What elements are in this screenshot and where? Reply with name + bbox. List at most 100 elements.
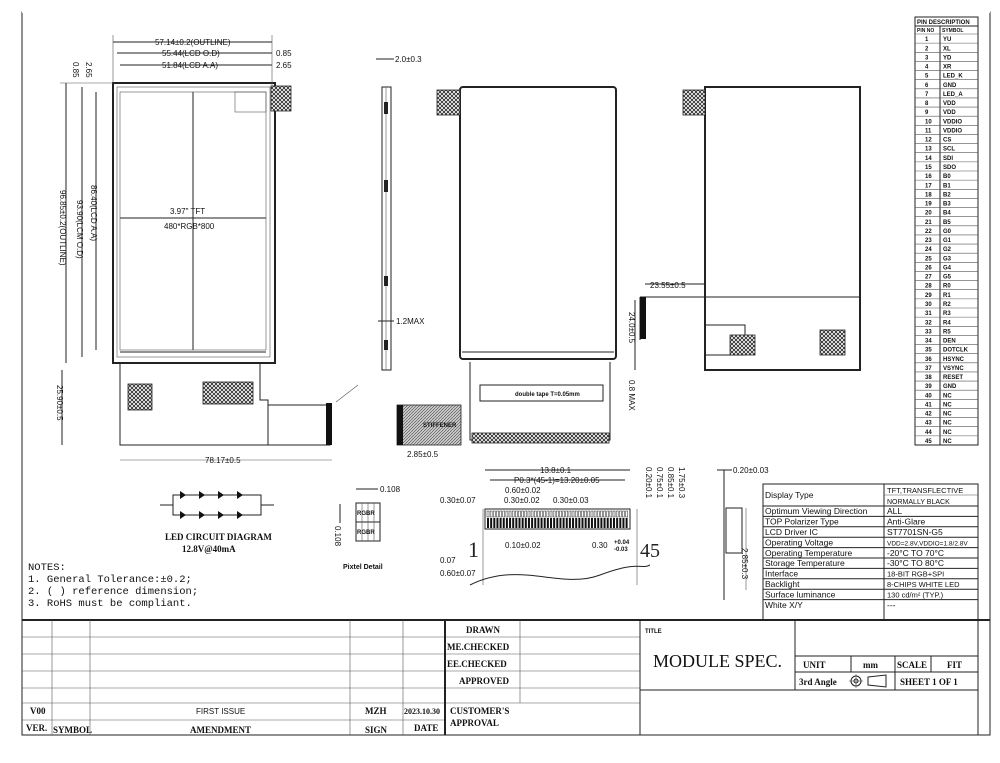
pin-table-title: PIN DESCRIPTION bbox=[917, 20, 970, 26]
led-circuit-rating: 12.8V@40mA bbox=[182, 544, 236, 554]
pin-finger bbox=[600, 510, 603, 518]
pixel-detail: RGBR RGBR 0.108 0.108 Pixtel Detail bbox=[333, 485, 401, 571]
pin-finger-contact bbox=[568, 518, 571, 528]
pin-number: 39 bbox=[925, 384, 932, 390]
pin-finger-contact bbox=[600, 518, 603, 528]
spec-value: ST7701SN-G5 bbox=[887, 527, 943, 537]
dim-v1: 0.20±0.1 bbox=[644, 467, 653, 499]
pin-number: 12 bbox=[925, 138, 932, 144]
pin-symbol: B3 bbox=[943, 202, 951, 208]
pin-finger bbox=[530, 510, 534, 518]
pin-finger bbox=[511, 510, 515, 518]
pin-symbol: R4 bbox=[943, 320, 951, 326]
spec-label: Backlight bbox=[765, 579, 800, 589]
dim-fpc-height: 24.0±0.5 bbox=[627, 312, 636, 344]
dim-top-gap-2: 2.65 bbox=[84, 62, 93, 78]
pin-finger-contact bbox=[502, 518, 505, 528]
pin-number: 35 bbox=[925, 348, 932, 354]
pin-finger bbox=[527, 510, 531, 518]
pin-finger-contact bbox=[521, 518, 524, 528]
unit-value: mm bbox=[863, 660, 878, 670]
spec-label: Display Type bbox=[765, 490, 814, 500]
pin-number: 34 bbox=[925, 339, 932, 345]
pin-symbol: G4 bbox=[943, 265, 952, 271]
note-item: 2. ( ) reference dimension; bbox=[28, 586, 198, 598]
pin-finger-contact bbox=[597, 518, 600, 528]
pin-finger bbox=[597, 510, 600, 518]
pin-finger-contact bbox=[493, 518, 496, 528]
pin-finger-contact bbox=[584, 518, 587, 528]
pin-finger bbox=[578, 510, 581, 518]
pin-finger bbox=[606, 510, 609, 518]
dim-right-gap-2: 2.65 bbox=[276, 61, 292, 70]
pin-symbol: NC bbox=[943, 393, 952, 399]
pin-finger bbox=[524, 510, 528, 518]
pin-number: 2 bbox=[925, 46, 929, 52]
dim-fpc-thickness: 1.2MAX bbox=[396, 317, 425, 326]
pin-number: 22 bbox=[925, 229, 932, 235]
spec-label: Operating Voltage bbox=[765, 537, 833, 547]
pin-symbol: VDDIO bbox=[943, 119, 962, 125]
pin-finger bbox=[486, 510, 490, 518]
pin-last-label: 45 bbox=[640, 540, 660, 562]
pin-finger-contact bbox=[587, 518, 590, 528]
pin-finger bbox=[612, 510, 616, 518]
pin-symbol: YU bbox=[943, 37, 951, 43]
pin-number: 13 bbox=[925, 147, 932, 153]
pin-symbol: DEN bbox=[943, 339, 956, 345]
pin-number: 41 bbox=[925, 402, 932, 408]
dim-fpc-length: 25.90±0.5 bbox=[55, 385, 64, 421]
pin-number: 16 bbox=[925, 174, 932, 180]
pin-symbol: R2 bbox=[943, 302, 951, 308]
pin-number: 31 bbox=[925, 311, 932, 317]
pin-number: 42 bbox=[925, 412, 932, 418]
pin-symbol: XL bbox=[943, 46, 951, 52]
pin-finger bbox=[549, 510, 553, 518]
pin-number: 17 bbox=[925, 183, 932, 189]
customer-approval-label-2: APPROVAL bbox=[450, 718, 499, 728]
pin-finger-contact bbox=[499, 518, 502, 528]
pin-number: 15 bbox=[925, 165, 932, 171]
drawing-title: MODULE SPEC. bbox=[653, 651, 782, 671]
stiffener-label: STIFFENER bbox=[423, 423, 457, 429]
dim-pin-total: 13.8±0.1 bbox=[540, 466, 572, 475]
dim-edge-thickness: 0.20±0.03 bbox=[733, 466, 769, 475]
resolution-label: 480*RGB*800 bbox=[164, 222, 215, 231]
dim-outline-height: 96.85±0.2(OUTLINE) bbox=[58, 190, 67, 266]
pin-number: 36 bbox=[925, 357, 932, 363]
pixel-detail-title: Pixtel Detail bbox=[343, 564, 383, 571]
pin-finger-contact bbox=[609, 518, 612, 528]
dim-d7: 0.07 bbox=[440, 556, 456, 565]
pin-finger bbox=[489, 510, 493, 518]
pin-finger bbox=[625, 510, 628, 518]
pin-finger-contact bbox=[581, 518, 584, 528]
pin-finger-contact bbox=[490, 518, 493, 528]
pin-symbol: R1 bbox=[943, 293, 951, 299]
pin-finger bbox=[615, 510, 619, 518]
pin-finger-contact bbox=[625, 518, 628, 528]
pin-finger bbox=[603, 510, 606, 518]
drawing-frame bbox=[21, 11, 991, 736]
pin-table-header-no: PIN NO bbox=[917, 28, 934, 34]
ee-checked-label: EE.CHECKED bbox=[447, 659, 507, 669]
pin-number: 5 bbox=[925, 74, 929, 80]
pin-number: 14 bbox=[925, 156, 932, 162]
note-item: 1. General Tolerance:±0.2; bbox=[28, 574, 192, 586]
pin-symbol: G2 bbox=[943, 247, 952, 253]
spec-label: LCD Driver IC bbox=[765, 527, 818, 537]
notes: NOTES: 1. General Tolerance:±0.2; 2. ( )… bbox=[28, 562, 198, 610]
pin-symbol: YD bbox=[943, 55, 952, 61]
